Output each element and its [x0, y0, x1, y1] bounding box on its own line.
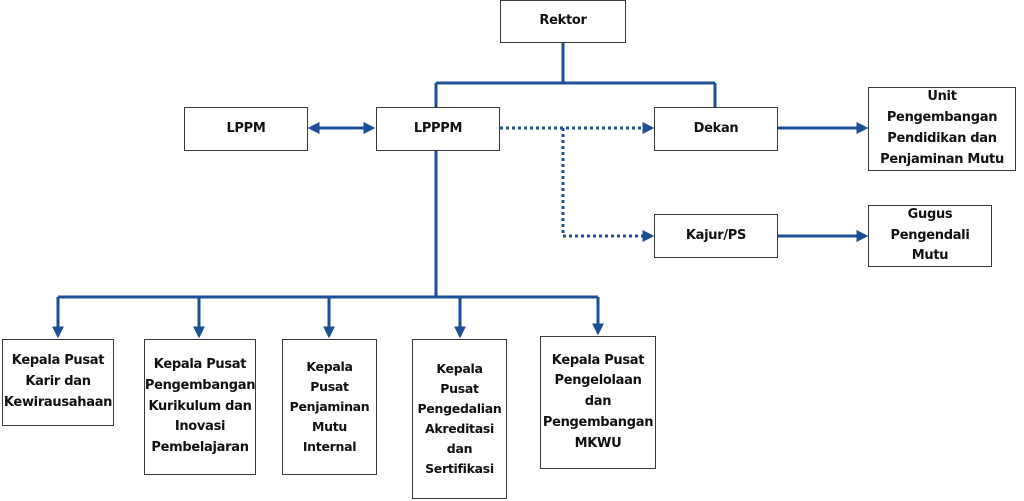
- box-gugus: Gugus Pengendali Mutu: [868, 205, 992, 267]
- box-kepala-pusat-mkwu: Kepala Pusat Pengelolaan dan Pengembanga…: [540, 336, 656, 469]
- box-kajur: Kajur/PS: [654, 214, 778, 258]
- box-kepala-pusat-kurikulum: Kepala Pusat Pengembangan Kurikulum dan …: [144, 339, 256, 475]
- box-unit-pengembangan: Unit Pengembangan Pendidikan dan Penjami…: [868, 87, 1016, 171]
- box-lppm: LPPM: [184, 107, 308, 151]
- box-kepala-pusat-spmi: Kepala Pusat Penjaminan Mutu Internal: [282, 339, 377, 475]
- box-kepala-pusat-akreditasi: Kepala Pusat Pengedalian Akreditasi dan …: [412, 339, 507, 499]
- box-kepala-pusat-karir: Kepala Pusat Karir dan Kewirausahaan: [2, 339, 114, 426]
- connector-kajur-dotted: [561, 128, 655, 242]
- box-rektor: Rektor: [500, 0, 626, 43]
- box-lpppm: LPPPM: [376, 107, 500, 151]
- box-dekan: Dekan: [654, 107, 778, 151]
